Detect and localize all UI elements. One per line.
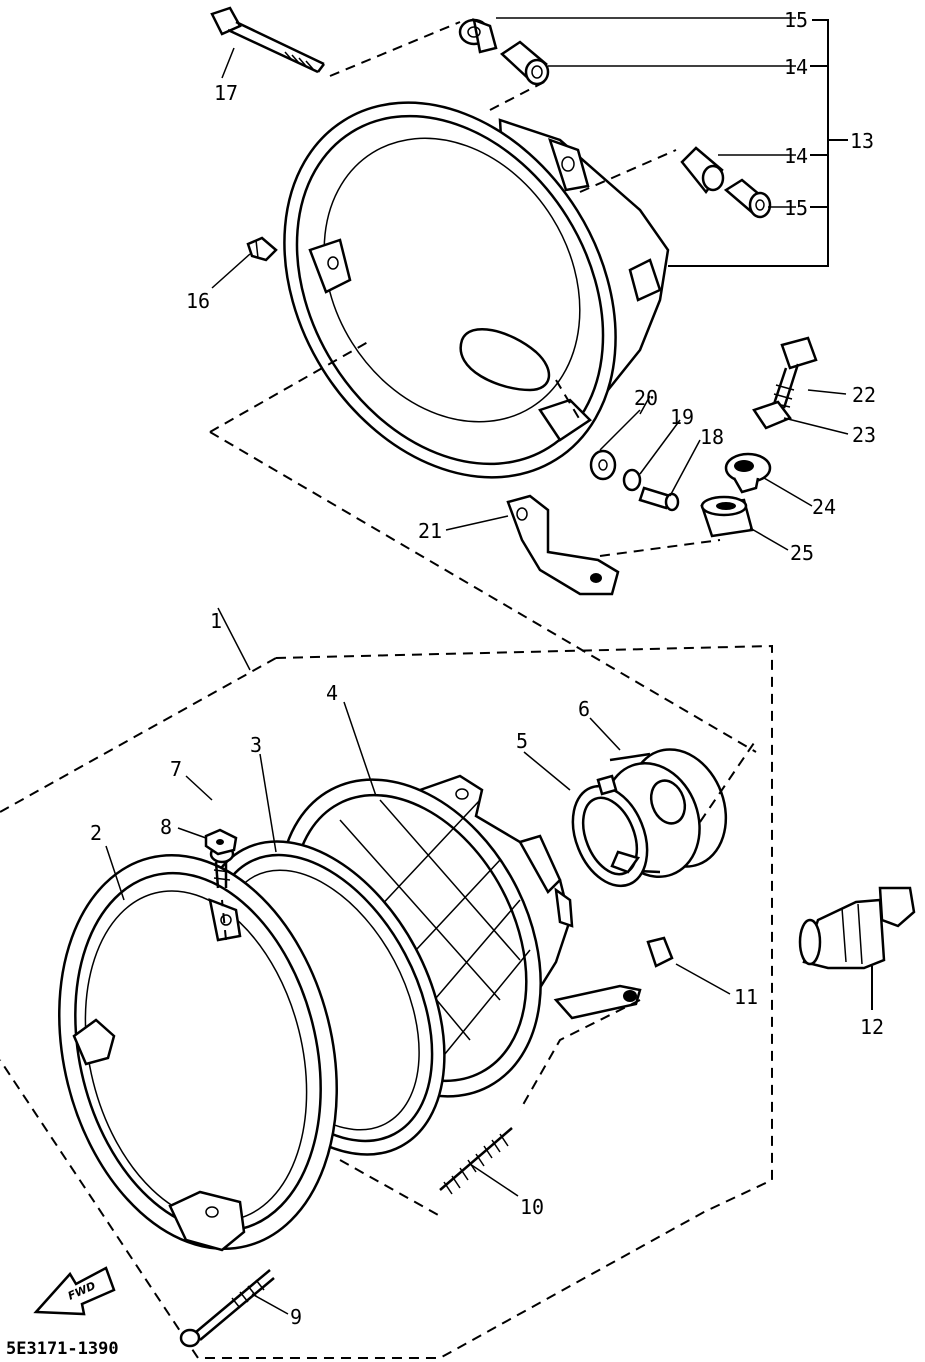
label-17: 17 [214, 81, 238, 105]
label-9: 9 [290, 1305, 302, 1329]
part-22-bolt [770, 336, 818, 411]
label-24: 24 [812, 495, 836, 519]
label-15-right: 15 [784, 196, 808, 220]
label-23: 23 [852, 423, 876, 447]
label-14-right: 14 [784, 144, 808, 168]
part-14-grommet-right [680, 146, 725, 195]
label-15-top: 15 [784, 8, 808, 32]
label-12: 12 [860, 1015, 884, 1039]
part-25-grommet [700, 495, 754, 538]
part-12-bulb [798, 886, 916, 1010]
part-17-bolt [210, 6, 325, 74]
part-24-collar [724, 452, 772, 494]
part-9-screw [179, 1269, 275, 1348]
diagram-code: 5E3171-1390 [6, 1339, 119, 1359]
label-8: 8 [160, 815, 172, 839]
label-20: 20 [634, 386, 658, 410]
label-2: 2 [90, 821, 102, 845]
part-2-outer-rim [58, 854, 338, 1252]
part-16-nut [246, 236, 278, 262]
label-21: 21 [418, 519, 442, 543]
part-18-screw [638, 486, 680, 512]
part-14-grommet-top [499, 40, 550, 86]
label-3: 3 [250, 733, 262, 757]
part-20-washer [589, 449, 617, 481]
part-19-washer [622, 468, 642, 492]
label-5: 5 [516, 729, 528, 753]
label-4: 4 [326, 681, 338, 705]
label-13: 13 [850, 129, 874, 153]
label-7: 7 [170, 757, 182, 781]
label-11: 11 [734, 985, 758, 1009]
label-22: 22 [852, 383, 876, 407]
label-1: 1 [210, 609, 222, 633]
part-15-collar-right [723, 178, 772, 219]
part-8-nut [204, 828, 238, 856]
part-15-collar-top [458, 18, 498, 54]
label-10: 10 [520, 1195, 544, 1219]
part-23-washer [752, 400, 792, 430]
label-18: 18 [700, 425, 724, 449]
fwd-arrow-icon: FWD [33, 1266, 116, 1316]
label-16: 16 [186, 289, 210, 313]
label-19: 19 [670, 405, 694, 429]
part-21-bracket [506, 494, 620, 596]
label-25: 25 [790, 541, 814, 565]
headlight-housing [283, 101, 670, 479]
label-6: 6 [578, 697, 590, 721]
part-5-bulb-ring [571, 774, 649, 888]
label-14-top: 14 [784, 55, 808, 79]
part-11-adjuster [553, 936, 674, 1020]
